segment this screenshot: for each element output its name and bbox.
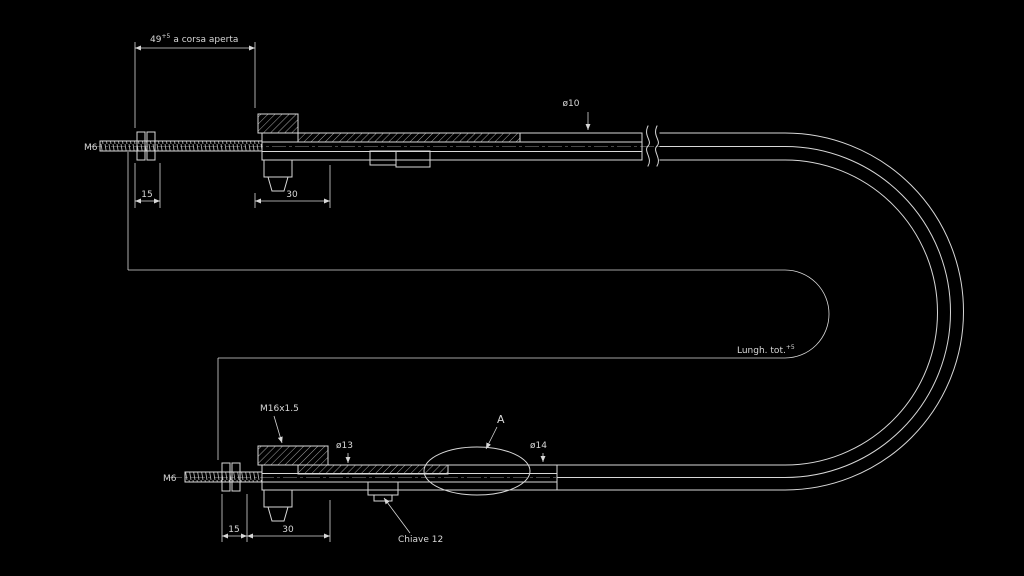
bottom-wrench-nut-b: [373, 494, 393, 502]
bottom-cable-end: [184, 445, 786, 522]
cable-loop: [784, 132, 964, 491]
top-sheath-crimp: [297, 132, 521, 143]
top-cable-end: [99, 113, 786, 192]
top-dimensions: [134, 42, 591, 208]
bottom-jam-nut-2: [231, 462, 241, 492]
top-lower-nut: [263, 159, 293, 178]
total-length-dimension: [127, 152, 830, 460]
bottom-lower-nut-taper: [267, 506, 289, 522]
dim15-top-label: 15: [141, 190, 152, 200]
top-jam-nut-1: [136, 131, 146, 161]
loop-inner-arc: [784, 159, 938, 466]
bottom-jam-nut-1: [221, 462, 231, 492]
dim30-bottom-label: 30: [282, 525, 294, 535]
top-lower-nut-taper: [267, 176, 289, 192]
loop-center-arc: [784, 146, 951, 478]
bottom-threaded-rod: [184, 471, 263, 483]
wrench-leader: [383, 497, 411, 534]
bottom-adjuster-block: [257, 445, 329, 466]
top-threaded-rod: [99, 140, 263, 152]
top-adjuster-block: [257, 113, 299, 134]
top-wrench-nut-b: [395, 150, 431, 168]
centerlines: [88, 146, 668, 478]
dim30-top-label: 30: [286, 190, 298, 200]
detail-a-leader: [485, 426, 498, 450]
break-symbol: [655, 125, 659, 167]
wrench-label: Chiave 12: [398, 535, 443, 545]
top-jam-nut-2: [146, 131, 156, 161]
m6-top-label: M6: [84, 143, 98, 153]
dim15-bottom-label: 15: [228, 525, 239, 535]
detail-a-label: A: [497, 413, 505, 426]
loop-outer-arc: [784, 132, 964, 491]
m6-bottom-label: M6: [163, 474, 177, 484]
bottom-sheath-crimp: [297, 464, 449, 475]
dia13-label: ø13: [336, 441, 353, 451]
dia10-label: ø10: [563, 99, 580, 109]
thread-spec-label: M16x1.5: [260, 404, 299, 414]
bottom-wrench-nut-a: [367, 481, 399, 496]
dia14-label: ø14: [530, 441, 547, 451]
detail-a-balloon: [423, 446, 531, 496]
bottom-dimensions: [221, 415, 546, 542]
thread-spec-leader: [273, 415, 283, 444]
top-wrench-nut-a: [369, 150, 397, 166]
break-symbol: [646, 125, 650, 167]
total-length-label: Lungh. tot.+5: [737, 344, 795, 356]
bottom-lower-nut: [263, 489, 293, 508]
